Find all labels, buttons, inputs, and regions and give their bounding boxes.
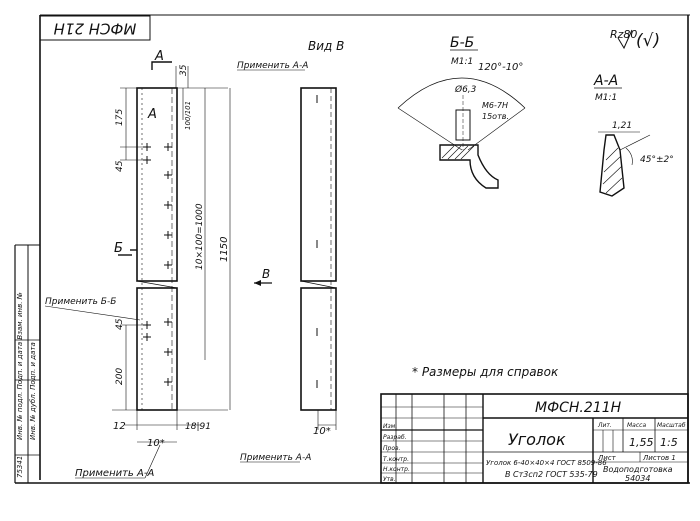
roughness-label: Rz80 — [610, 28, 637, 41]
cut-marks — [118, 61, 172, 256]
main-view — [136, 87, 228, 411]
arrow-b-head — [254, 280, 261, 286]
title-role-tkontr: Т.контр. — [383, 456, 409, 463]
section-bb-thread: М6-7Н — [482, 101, 508, 110]
title-sheet-label: Лист — [597, 454, 617, 462]
section-bb-holes-count: 15отв. — [482, 112, 509, 121]
roughness-check: (√) — [636, 31, 660, 51]
title-material-1: Уголок 6-40×40×4 ГОСТ 8509-86 — [486, 459, 607, 467]
section-aa-angle: 45°±2° — [640, 155, 674, 165]
title-company-1: Водоподготовка — [603, 465, 673, 474]
dim-12: 12 — [113, 421, 126, 432]
section-aa: А-А М1:1 1,21 45°±2° — [593, 73, 674, 197]
cut-b-letter: Б — [114, 241, 123, 256]
section-aa-body — [599, 134, 625, 197]
section-aa-title: А-А — [593, 73, 618, 89]
apply-aa-left-leader-2 — [144, 444, 161, 479]
title-sheets-label: Листов 1 — [642, 454, 676, 462]
section-bb-body — [439, 144, 499, 189]
dim-10-star-right: 10* — [313, 426, 331, 437]
dim-18-91: 18|91 — [185, 422, 211, 432]
title-scale: 1:5 — [660, 436, 678, 449]
dim-10x100: 10×100=1000 — [195, 203, 205, 270]
section-bb-scale: М1:1 — [451, 57, 473, 67]
title-header-scale: Масштаб — [657, 422, 686, 429]
apply-bb-label: Применить Б-Б — [45, 297, 116, 307]
view-b — [300, 87, 337, 430]
apply-aa-mid-label: Применить А-А — [240, 453, 311, 463]
section-bb-title: Б-Б — [450, 35, 474, 51]
section-bb-hole: Ø6,3 — [454, 84, 477, 95]
title-role-nkontr: Н.контр. — [383, 466, 410, 473]
arrow-b-letter: В — [262, 267, 270, 281]
dim-1150: 1150 — [219, 237, 230, 262]
dimension-lines — [112, 66, 231, 443]
dim-45-top: 45 — [115, 160, 125, 172]
title-block-grid — [380, 393, 689, 484]
corner-stamp-text: МФСН 21Н — [54, 20, 137, 38]
dim-45-bottom: 45 — [115, 318, 125, 330]
hole-marks — [143, 143, 172, 386]
side-strip-number: 75341 — [16, 456, 24, 478]
title-header-lit: Лит. — [597, 422, 612, 429]
dim-100: 100/101 — [184, 101, 192, 130]
title-role-izm: Изм. — [383, 423, 397, 430]
dim-200: 200 — [115, 368, 125, 385]
title-doc-code: МФСН.211Н — [535, 400, 622, 416]
title-header-mass: Масса — [627, 422, 646, 429]
apply-aa-top-label: Применить А-А — [237, 61, 308, 71]
reference-note: * Размеры для справок — [412, 365, 559, 379]
section-aa-dim: 1,21 — [612, 121, 632, 131]
section-bb: Б-Б М1:1 120°-10° Ø6,3 М6-7Н 15отв. — [397, 35, 526, 189]
title-role-utv: Утв. — [383, 476, 396, 483]
section-aa-scale: М1:1 — [595, 93, 617, 103]
dim-35: 35 — [179, 64, 189, 76]
title-role-prov: Пров. — [383, 445, 401, 452]
side-strip-text-1: Инв. № подл. Подп. и дата Взам. инв. № — [16, 292, 24, 440]
section-bb-angle: 120°-10° — [478, 62, 523, 73]
title-company-2: 54034 — [625, 474, 650, 483]
view-b-title: Вид В — [308, 39, 344, 53]
roughness-mark — [617, 29, 633, 50]
cut-a-letter: А — [154, 49, 164, 64]
apply-aa-left-label: Применить А-А — [75, 468, 154, 479]
side-strip-text-2: Инв. № дубл. Подп. и дата — [29, 342, 37, 440]
dim-175: 175 — [115, 109, 125, 126]
title-material-2: В Ст3сп2 ГОСТ 535-79 — [505, 470, 598, 479]
title-role-razrab: Разраб. — [383, 434, 407, 441]
apply-bb-leader — [44, 305, 141, 321]
cut-a-letter-2: А — [147, 107, 157, 122]
section-bb-arc — [397, 77, 526, 109]
title-part-name: Уголок — [508, 430, 566, 449]
dim-10-star-left: 10* — [147, 438, 165, 449]
title-mass: 1,55 — [629, 436, 654, 449]
corner-stamp: МФСН 21Н — [39, 15, 151, 41]
